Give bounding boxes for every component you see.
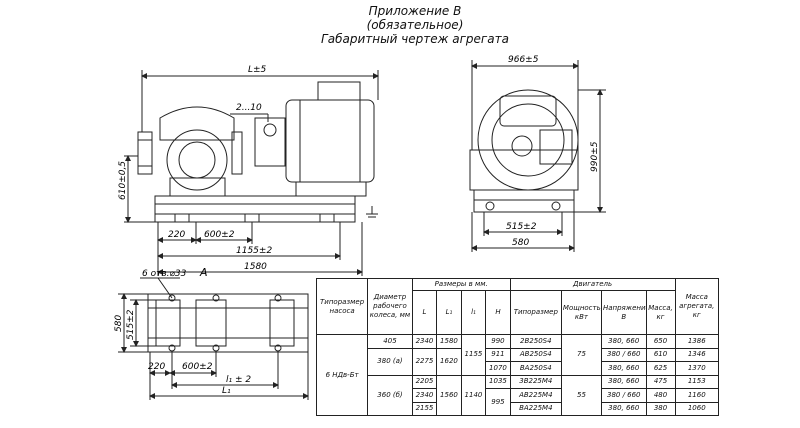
table-row: 1070 BA250S4 380, 660 625 1370: [317, 361, 719, 376]
cell-L1: 1620: [436, 347, 462, 376]
cell-engine-type: AB225M4: [509, 388, 562, 403]
cell-engine-type: AB250S4: [509, 347, 562, 362]
drawing-title: Габаритный чертеж агрегата: [321, 32, 509, 46]
dim-220: 220: [168, 230, 185, 240]
cell-power: 55: [560, 374, 602, 416]
front-view: [124, 70, 379, 276]
plan-dim-220: 220: [148, 362, 165, 372]
mandatory-label: (обязательное): [366, 18, 464, 32]
cell-engine-mass: 480: [645, 388, 676, 403]
cell-voltage: 380, 660: [600, 374, 647, 389]
table-row: 380 (а) 2275 1620 911 AB250S4 380 / 660 …: [317, 347, 719, 376]
th-engine: Двигатель: [509, 278, 676, 291]
cell-l1: 1155: [460, 334, 487, 376]
cell-voltage: 380 / 660: [600, 347, 647, 362]
dim-height: 610±0,5: [118, 161, 128, 200]
cell-engine-mass: 380: [645, 401, 676, 416]
cell-H: 911: [485, 347, 511, 362]
cell-power: 75: [560, 334, 602, 376]
cell-L: 2205: [411, 374, 438, 389]
table-row: 6 НДв-Бт 405 2340 1580 1155 990 2B250S4 …: [315, 334, 719, 416]
cell-unit-mass: 1160: [674, 388, 719, 403]
cell-L: 2340: [411, 334, 438, 349]
dim-580: 580: [512, 238, 529, 248]
cell-L1: 1580: [436, 334, 462, 349]
th-L: L: [411, 290, 438, 335]
th-voltage: Напряжение, В: [600, 290, 647, 335]
dim-1580: 1580: [244, 262, 267, 272]
cell-engine-mass: 475: [645, 374, 676, 389]
cell-engine-type: BA225M4: [509, 401, 562, 416]
dim-height-990: 990±5: [590, 141, 600, 172]
th-H: H: [485, 290, 511, 335]
plan-dim-600: 600±2: [182, 362, 213, 372]
cell-unit-mass: 1346: [674, 347, 719, 362]
plan-dim-580: 580: [114, 315, 124, 332]
cell-voltage: 380, 660: [600, 334, 647, 349]
table-row: 2155 BA225M4 380, 660 380 1060: [317, 401, 719, 416]
dim-holes: 6 отв.⌀33: [142, 269, 187, 279]
cell-diam-360: 360 (б): [367, 374, 413, 416]
cell-L1: 1560: [436, 374, 462, 416]
th-power: Мощность, кВт: [560, 290, 602, 335]
cell-diam-405: 405: [367, 334, 413, 349]
cell-voltage: 380, 660: [600, 401, 647, 416]
side-view: [469, 60, 606, 252]
cell-engine-mass: 625: [645, 361, 676, 376]
spec-table: Типоразмер насоса Диаметр рабочего колес…: [315, 278, 719, 416]
cell-engine-type: BA250S4: [509, 361, 562, 376]
th-L1: L₁: [436, 290, 462, 335]
dim-600: 600±2: [204, 230, 235, 240]
cell-engine-mass: 650: [645, 334, 676, 349]
th-engine-mass: Масса, кг: [645, 290, 676, 335]
cell-voltage: 380, 660: [600, 361, 647, 376]
plan-dim-515: 515±2: [126, 309, 136, 340]
cell-engine-type: 2B250S4: [509, 334, 562, 349]
th-wheel-diameter: Диаметр рабочего колеса, мм: [367, 278, 413, 335]
cell-pump: 6 НДв-Бт: [315, 334, 369, 416]
th-pump-type: Типоразмер насоса: [315, 278, 369, 335]
dim-1155: 1155±2: [236, 246, 272, 256]
view-letter-a: A: [199, 266, 208, 279]
cell-engine-type: 3B225M4: [509, 374, 562, 389]
plan-view: [118, 277, 309, 400]
appendix-label: Приложение В: [368, 4, 462, 18]
cell-voltage: 380 / 660: [600, 388, 647, 403]
dim-515: 515±2: [506, 222, 537, 232]
cell-H: 995: [485, 388, 511, 416]
cell-L: 2340: [411, 388, 438, 403]
th-unit-mass: Масса агрегата, кг: [674, 278, 719, 335]
th-dimensions: Размеры в мм.: [411, 278, 511, 291]
cell-unit-mass: 1370: [674, 361, 719, 376]
cell-unit-mass: 1386: [674, 334, 719, 349]
cell-unit-mass: 1153: [674, 374, 719, 389]
dim-length: L±5: [248, 65, 267, 75]
cell-diam-380: 380 (а): [367, 347, 413, 376]
cell-L: 2275: [411, 347, 438, 376]
cell-unit-mass: 1060: [674, 401, 719, 416]
cell-L: 2155: [411, 401, 438, 416]
cell-engine-mass: 610: [645, 347, 676, 362]
cell-H: 990: [485, 334, 511, 349]
dim-width-966: 966±5: [508, 55, 539, 65]
th-l1: l₁: [460, 290, 487, 335]
cell-H: 1070: [485, 361, 511, 376]
cell-H: 1035: [485, 374, 511, 389]
plan-dim-L1: L₁: [222, 386, 231, 396]
th-engine-type: Типоразмер: [509, 290, 562, 335]
table-row: 2340 995 AB225M4 380 / 660 480 1160: [317, 388, 719, 416]
plan-dim-l1: l₁ ± 2: [226, 375, 251, 385]
cell-l1: 1140: [460, 374, 487, 416]
dim-gap: 2...10: [236, 103, 262, 113]
table-row: 360 (б) 2205 1560 1140 1035 3B225M4 55 3…: [317, 374, 719, 416]
